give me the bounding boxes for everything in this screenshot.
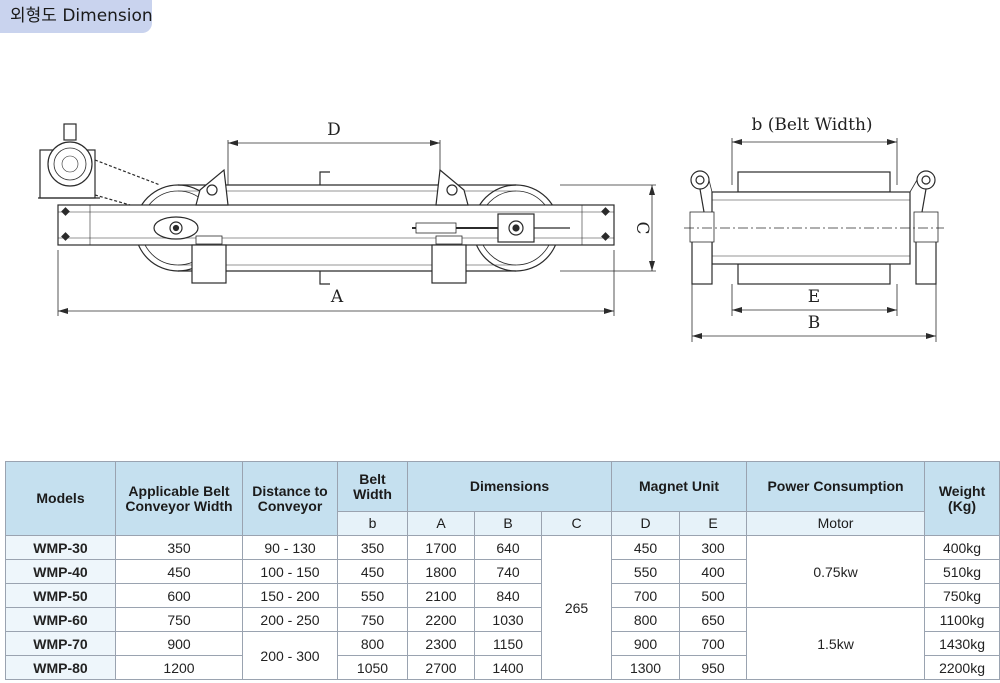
- subheader-e: E: [679, 511, 748, 536]
- dimension-label-d: D: [327, 120, 341, 140]
- cell-model: WMP-50: [5, 583, 116, 608]
- table-row: WMP-30 350 90 - 130 350 1700 640 265 450…: [5, 535, 1000, 680]
- header-magnet-unit: Magnet Unit: [611, 461, 748, 512]
- cell-a: 2700: [407, 655, 475, 680]
- cell-e: 500: [679, 583, 748, 608]
- cell-distance: 150 - 200: [242, 583, 338, 608]
- cell-d: 800: [611, 607, 681, 632]
- cell-a: 1700: [407, 535, 475, 560]
- cell-distance: 200 - 300: [242, 631, 338, 680]
- cell-e: 400: [679, 559, 748, 584]
- dimension-label-a: A: [330, 287, 344, 307]
- side-view: D: [38, 120, 656, 316]
- subheader-b: b: [337, 511, 408, 536]
- cell-power-high: 1.5kw: [746, 607, 926, 680]
- cell-distance: 90 - 130: [242, 535, 338, 560]
- cell-weight: 400kg: [924, 535, 1000, 560]
- cell-b: 450: [337, 559, 408, 584]
- cell-d: 900: [611, 631, 681, 656]
- cell-d: 550: [611, 559, 681, 584]
- table-row: WMP-50 600 150 - 200 550 2100 840 700 50…: [5, 583, 1000, 608]
- cell-e: 300: [679, 535, 748, 560]
- cell-weight: 2200kg: [924, 655, 1000, 680]
- spec-table: Models Applicable Belt Conveyor Width Di…: [5, 461, 1000, 680]
- cell-d: 450: [611, 535, 681, 560]
- cell-applicable: 750: [115, 607, 243, 632]
- header-applicable-belt-width: Applicable Belt Conveyor Width: [115, 461, 243, 536]
- subheader-c: C: [540, 511, 613, 536]
- cell-b: 1050: [337, 655, 408, 680]
- subheader-d: D: [611, 511, 681, 536]
- table-row: WMP-80 1200 1050 2700 1400 1300 950 2200…: [5, 655, 1000, 680]
- cell-weight: 750kg: [924, 583, 1000, 608]
- cell-b: 800: [337, 631, 408, 656]
- cell-applicable: 900: [115, 631, 243, 656]
- header-models: Models: [5, 461, 116, 536]
- cell-model: WMP-80: [5, 655, 116, 680]
- cell-a: 2300: [407, 631, 475, 656]
- cell-model: WMP-40: [5, 559, 116, 584]
- cell-weight: 510kg: [924, 559, 1000, 584]
- cell-applicable: 1200: [115, 655, 243, 680]
- cell-applicable: 350: [115, 535, 243, 560]
- subheader-b-dim: B: [474, 511, 542, 536]
- cell-e: 650: [679, 607, 748, 632]
- cell-distance: 200 - 250: [242, 607, 338, 632]
- cell-b: 550: [337, 583, 408, 608]
- cell-b-dim: 640: [474, 535, 542, 560]
- cell-model: WMP-70: [5, 631, 116, 656]
- cell-weight: 1430kg: [924, 631, 1000, 656]
- header-power-consumption: Power Consumption: [746, 461, 926, 512]
- cell-a: 2200: [407, 607, 475, 632]
- cell-a: 1800: [407, 559, 475, 584]
- header-distance-to-conveyor: Distance to Conveyor: [242, 461, 338, 536]
- table-row: WMP-60 750 200 - 250 750 2200 1030 800 6…: [5, 607, 1000, 680]
- cell-weight: 1100kg: [924, 607, 1000, 632]
- cell-d: 700: [611, 583, 681, 608]
- cell-a: 2100: [407, 583, 475, 608]
- cell-b: 350: [337, 535, 408, 560]
- subheader-a: A: [407, 511, 475, 536]
- cell-b: 750: [337, 607, 408, 632]
- dimension-label-belt-width: b (Belt Width): [751, 115, 872, 135]
- front-view: b (Belt Width) E B: [684, 115, 944, 342]
- cell-applicable: 600: [115, 583, 243, 608]
- cell-model: WMP-30: [5, 535, 116, 560]
- cell-e: 950: [679, 655, 748, 680]
- cell-applicable: 450: [115, 559, 243, 584]
- cell-b-dim: 840: [474, 583, 542, 608]
- cell-b-dim: 1400: [474, 655, 542, 680]
- dimension-drawing: D: [38, 115, 944, 342]
- cell-distance: 100 - 150: [242, 559, 338, 584]
- cell-b-dim: 1030: [474, 607, 542, 632]
- header-dimensions: Dimensions: [406, 461, 613, 512]
- header-belt-width: Belt Width: [337, 461, 408, 512]
- subheader-motor: Motor: [746, 511, 926, 536]
- cell-b-dim: 740: [474, 559, 542, 584]
- cell-e: 700: [679, 631, 748, 656]
- table-row: WMP-70 900 200 - 300 800 2300 1150 900 7…: [5, 631, 1000, 680]
- cell-c-merged: 265: [540, 535, 613, 680]
- dimension-label-c: C: [632, 221, 652, 234]
- cell-model: WMP-60: [5, 607, 116, 632]
- dimension-label-b: B: [808, 313, 821, 333]
- page-title: 외형도 Dimension: [0, 0, 153, 33]
- header-weight: Weight (Kg): [924, 461, 1000, 536]
- cell-d: 1300: [611, 655, 681, 680]
- cell-power-low: 0.75kw: [746, 535, 926, 608]
- cell-b-dim: 1150: [474, 631, 542, 656]
- dimension-label-e: E: [808, 287, 820, 307]
